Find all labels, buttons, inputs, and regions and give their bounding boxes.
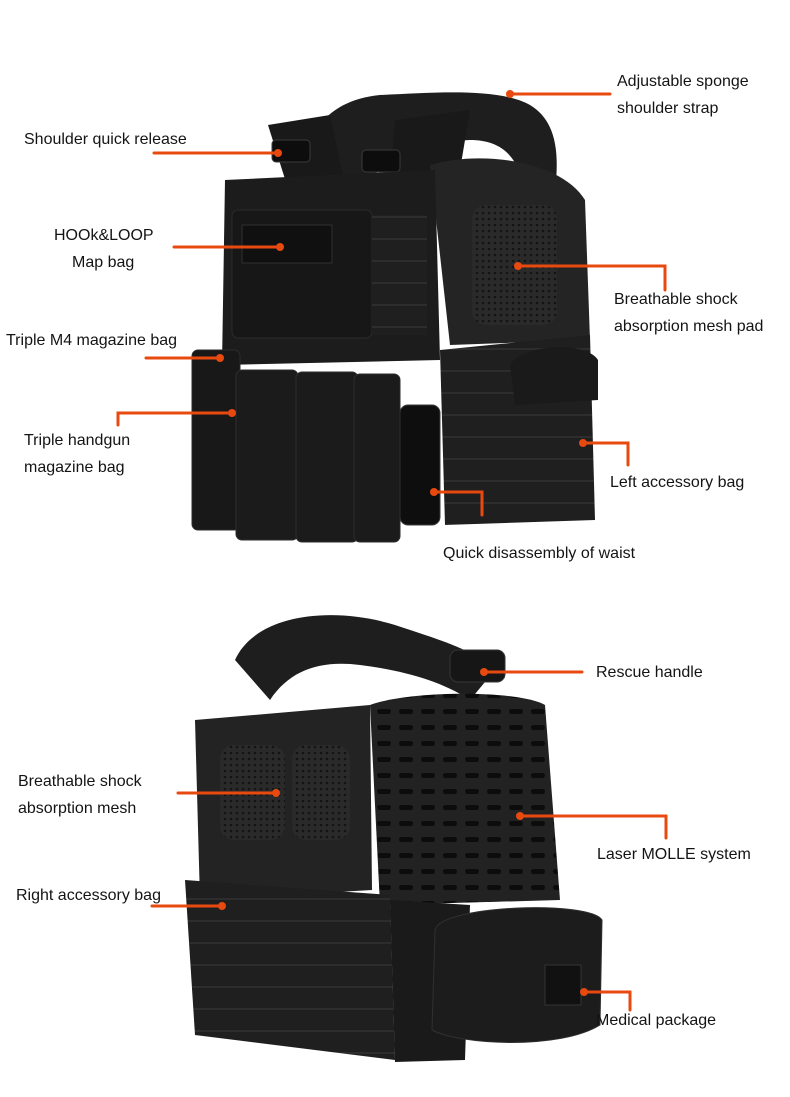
leader-medical [582,990,632,1012]
right-cummerbund-shape [185,880,395,1060]
leader-handgun-bag [116,411,234,427]
label-rescue-handle: Rescue handle [596,664,703,681]
vest-back-view [185,615,603,1062]
vest-front-view [191,92,598,543]
label-medical: Medical package [596,1012,717,1029]
leader-left-accessory [581,441,630,467]
m4-pouch-2-shape [295,371,359,543]
left-accessory-shape [510,347,598,405]
molle-plate-shape [370,693,560,905]
leader-waist-release [432,490,484,517]
m4-pouch-3-shape [353,373,401,543]
rescue-handle-shape [449,649,506,683]
callout-dots [216,90,588,996]
label-shoulder-release: Shoulder quick release [24,131,187,148]
medical-pouch-patch-shape [544,964,582,1006]
label-mesh-pad: Breathable shock absorption mesh pad [614,291,764,335]
waist-release-shape [399,404,441,526]
inner-mesh-2-shape [292,745,350,840]
handgun-pouch-shape [191,349,241,531]
label-handgun-bag: Triple handgun magazine bag [24,432,131,476]
leader-molle [518,814,668,840]
label-mesh: Breathable shock absorption mesh [18,773,142,817]
left-buckle-shape [271,139,311,163]
back-shoulder-strap-shape [235,615,495,700]
label-right-accessory: Right accessory bag [16,887,161,904]
label-left-accessory: Left accessory bag [610,474,745,491]
medical-pouch-shape [431,907,603,1043]
m4-pouch-1-shape [235,369,299,541]
side-webbing-shape [372,215,427,335]
map-bag-velcro-shape [241,224,333,264]
label-shoulder-strap: Adjustable sponge shoulder strap [617,73,749,117]
label-molle: Laser MOLLE system [597,846,751,863]
label-m4-bag: Triple M4 magazine bag [6,332,178,349]
label-waist-release: Quick disassembly of waist [443,545,636,562]
callout-leaders [116,92,668,1012]
label-map-bag: HOOk&LOOP Map bag [54,227,154,271]
leader-mesh-pad [516,264,667,292]
right-buckle-shape [361,149,401,173]
